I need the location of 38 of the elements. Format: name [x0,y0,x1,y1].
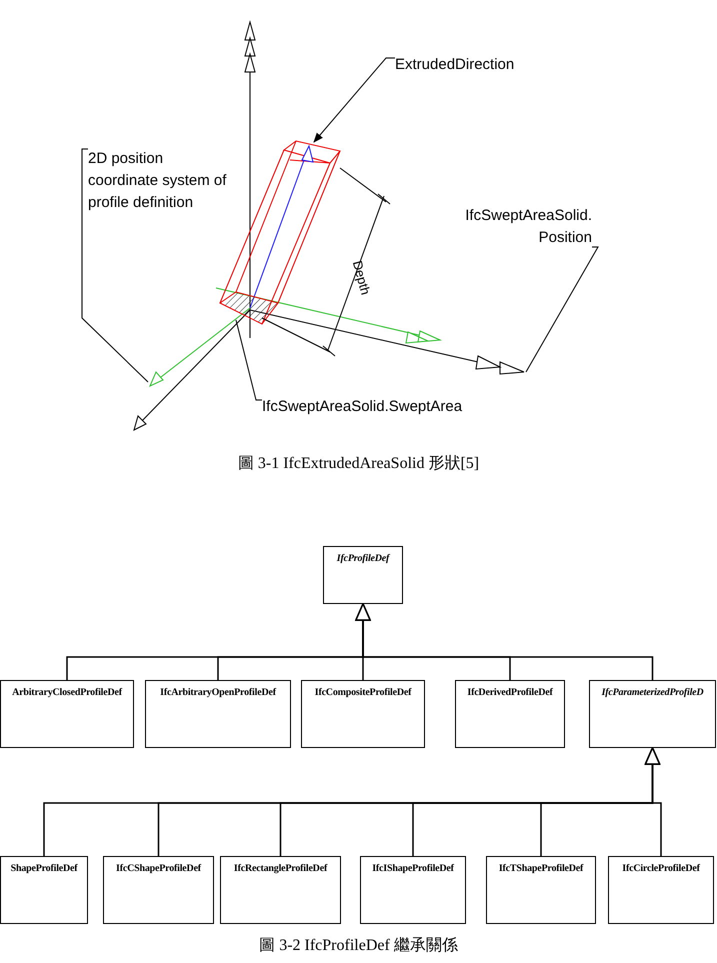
callout-text: ExtrudedDirection [395,54,555,76]
inheritance-arrow [355,603,654,680]
class-box [0,680,134,748]
class-box [486,856,596,924]
class-name: IfcArbitraryOpenProfileDef [159,686,278,700]
hatched-profile-area [219,291,279,325]
figure-caption: 圖 3-2 IfcProfileDef 繼承關係 [258,936,459,956]
class-box [455,680,565,748]
class-box [103,856,214,924]
callout-text: 2D position coordinate system of profile definition [88,148,228,214]
class-box [220,856,341,924]
class-name: IfcIShapeProfileDef [371,862,455,876]
class-name: IfcRectangleProfileDef [232,862,328,876]
inheritance-arrow [644,747,662,856]
class-name: IfcDerivedProfileDef [466,686,554,700]
class-box [589,680,716,748]
class-name: ArbitraryClosedProfileDef [11,686,124,700]
class-box [301,680,425,748]
class-name: IfcTShapeProfileDef [498,862,584,876]
leader-line [313,58,396,143]
class-box [145,680,291,748]
class-name: IfcCircleProfileDef [621,862,701,876]
class-name: IfcParameterizedProfileD [600,686,704,700]
class-box [323,546,403,604]
figure-caption: 圖 3-1 IfcExtrudedAreaSolid 形狀[5] [236,454,480,474]
class-box [360,856,466,924]
callout-text: IfcSweptAreaSolid.SweptArea [262,396,512,418]
class-box [0,856,88,924]
leader-line [82,148,148,382]
class-name: IfcProfileDef [336,552,392,566]
leader-line [526,246,599,372]
class-box [608,856,714,924]
callout-text: IfcSweptAreaSolid. Position [410,205,592,249]
class-name: IfcCShapeProfileDef [115,862,202,876]
class-name: ShapeProfileDef [10,862,79,876]
leader-line [236,320,262,400]
dimension-label: Depth [348,258,374,298]
class-name: IfcCompositeProfileDef [314,686,412,700]
